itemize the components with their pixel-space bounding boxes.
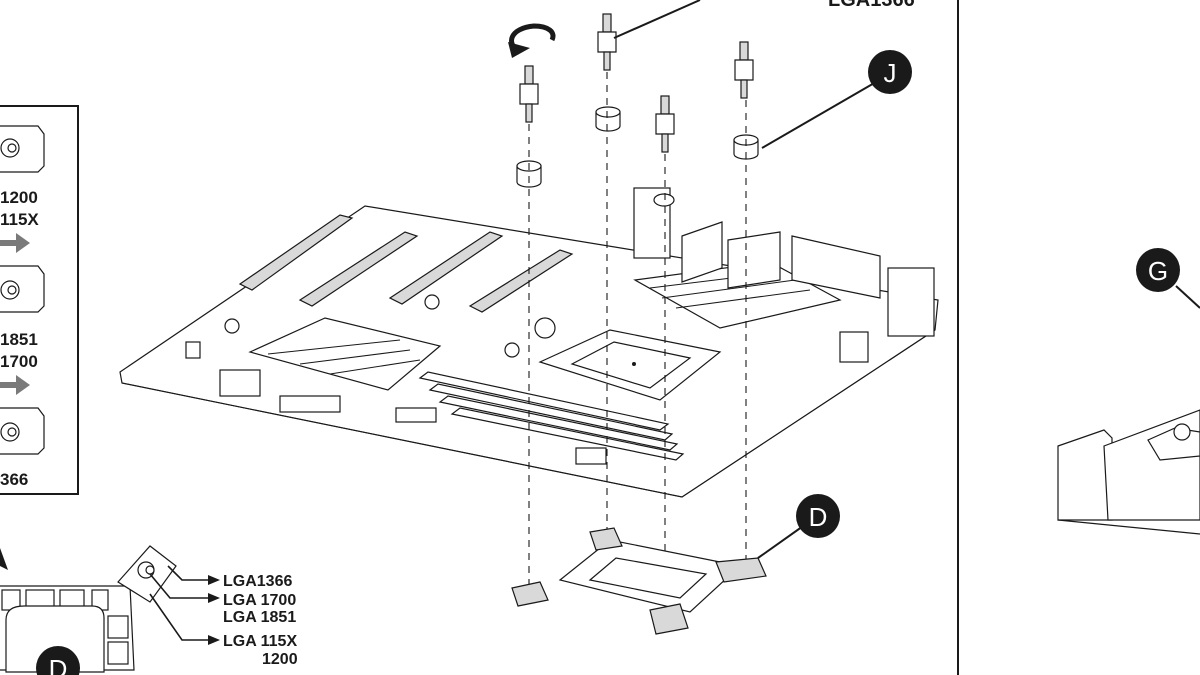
right-arrow-icon	[0, 233, 30, 253]
socket-mount-icon	[0, 407, 45, 455]
backplate-bracket	[511, 527, 767, 635]
standoff-screw	[597, 13, 617, 71]
callout-d-badge	[796, 494, 840, 538]
callout-d-left-badge	[36, 646, 80, 675]
socket-mount-icon	[0, 265, 45, 313]
compat-row1-b: 115X	[0, 210, 39, 229]
bracket-slot3-label-a: LGA 115X	[223, 633, 297, 650]
callout-j: J	[884, 58, 897, 88]
alignment-guides	[528, 72, 747, 622]
standoff-screw	[734, 41, 754, 99]
compat-row2-a: 1851	[0, 330, 38, 349]
standoff-screw	[655, 95, 675, 153]
spacer-washer	[595, 106, 621, 132]
bracket-slot2-label-a: LGA 1700	[223, 592, 296, 609]
socket-mount-icon	[0, 125, 45, 173]
compat-row3: 366	[0, 470, 28, 489]
callout-g: G	[1148, 256, 1168, 286]
rotate-arrow-icon	[508, 23, 556, 58]
cpu-socket	[538, 329, 722, 401]
callout-j-badge	[868, 50, 912, 94]
compat-row1-a: 1200	[0, 188, 38, 207]
standoff-screw	[519, 65, 539, 123]
right-arrow-icon	[0, 375, 30, 395]
panel-top-label: LGA1366	[828, 0, 915, 11]
socket-compat-list: 1200 115X 1851 1700 366	[0, 105, 79, 495]
callout-g-badge	[1136, 248, 1180, 292]
right-panel-board	[1057, 409, 1200, 535]
bracket-slot3-label-b: 1200	[262, 651, 298, 668]
callout-d: D	[809, 502, 828, 532]
compat-row2-b: 1700	[0, 352, 38, 371]
callout-d-left: D	[49, 654, 68, 675]
bracket-detail	[0, 545, 177, 673]
standoff-screws	[516, 13, 759, 188]
bracket-slot1-label: LGA1366	[223, 573, 292, 590]
bracket-slot2-label-b: LGA 1851	[223, 609, 296, 626]
